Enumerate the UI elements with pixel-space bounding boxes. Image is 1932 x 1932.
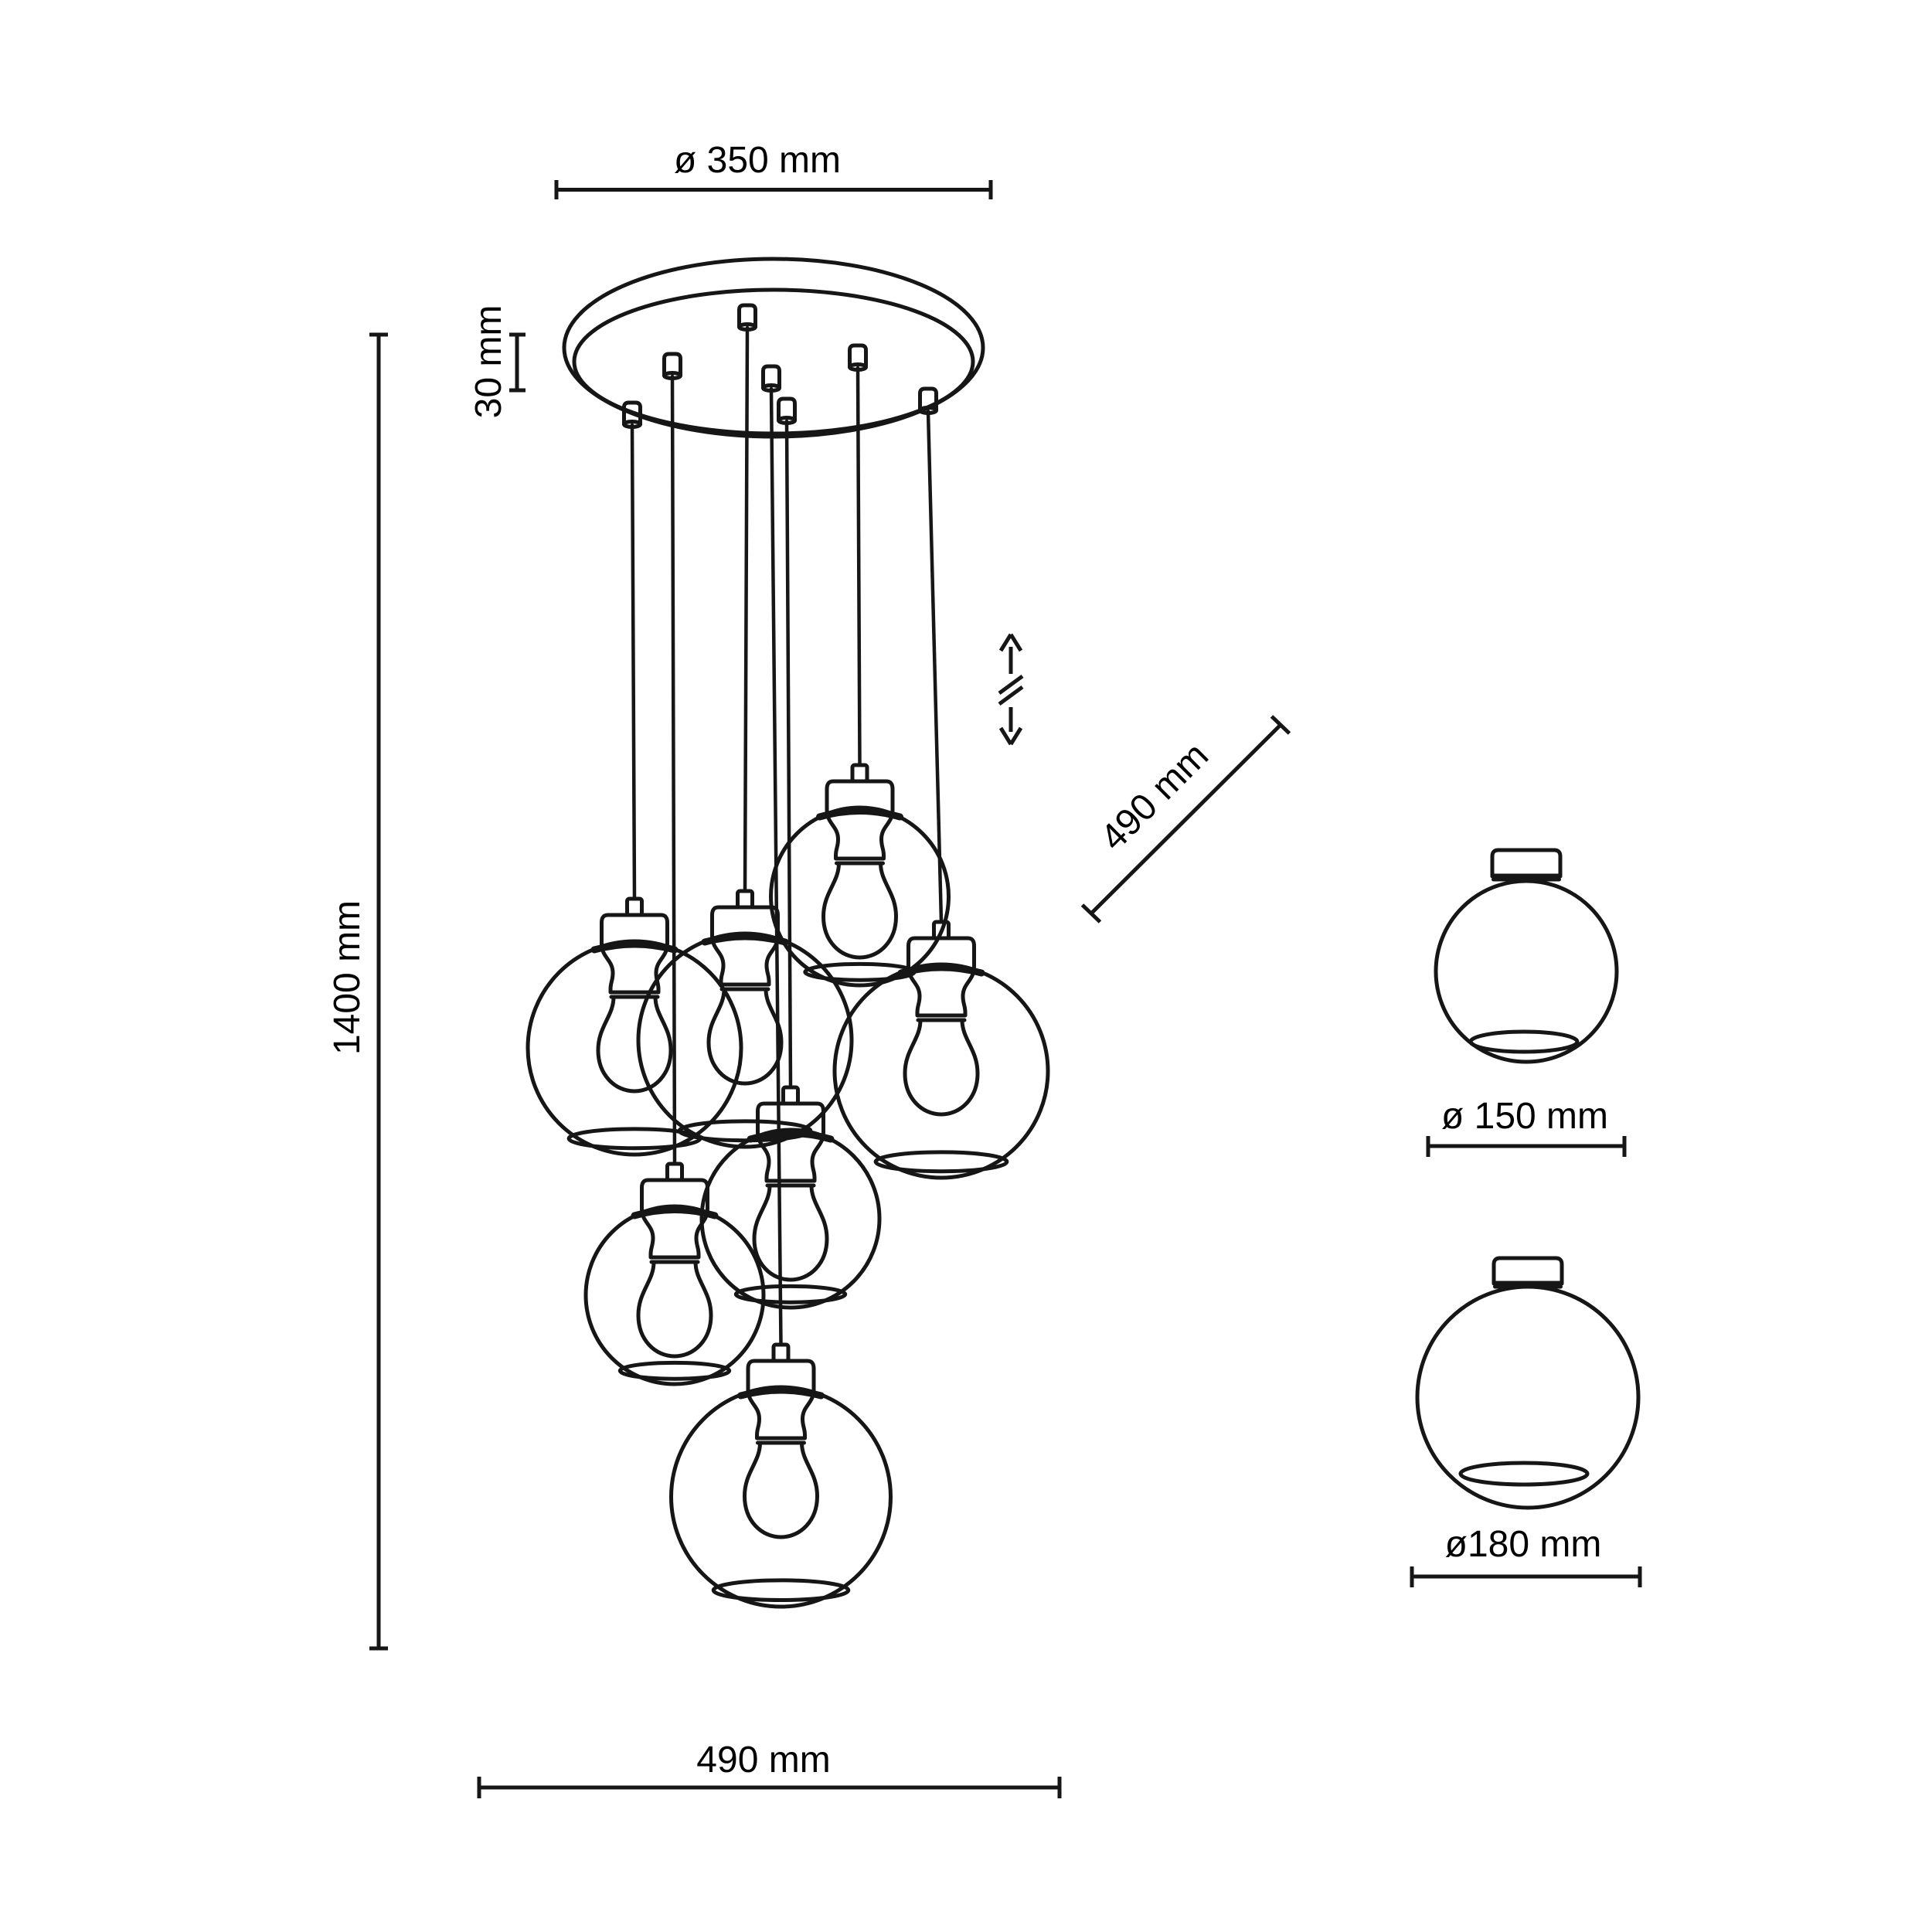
pendant-cord: [926, 409, 944, 924]
canopy-bottom-face: [572, 287, 975, 436]
overall-height-label: 1400 mm: [327, 900, 368, 1055]
dimension-large-shade: ø180 mm: [1410, 1524, 1642, 1587]
dimension-cluster-diagonal: 490 mm: [1080, 715, 1291, 923]
pendant-cord: [784, 419, 793, 1090]
canopy-outer-rim: [562, 257, 985, 439]
dimension-small-shade: ø 150 mm: [1426, 1096, 1627, 1157]
cable-grip: [779, 399, 795, 423]
pendant-cord: [743, 325, 750, 893]
canopy-diameter-label: ø 350 mm: [674, 140, 841, 181]
large-shade-diameter-label: ø180 mm: [1445, 1524, 1602, 1565]
pendant-bottom: [672, 1345, 891, 1607]
pendant-cord: [670, 374, 677, 1166]
pendant-top: [771, 765, 949, 985]
cable-grip: [850, 345, 866, 370]
pendant-upper-right: [835, 922, 1048, 1178]
pendant-upper-middle: [638, 891, 852, 1147]
height-adjustable-icon: [998, 633, 1024, 746]
dimension-cluster-width: 490 mm: [477, 1740, 1062, 1798]
cable-grip: [920, 389, 937, 413]
pendant-mid-left: [586, 1164, 764, 1384]
ceiling-canopy: [562, 257, 985, 439]
shade-detail-small: [1436, 850, 1617, 1062]
suspension-cords: [630, 325, 944, 1347]
dimension-overall-height: 1400 mm: [327, 332, 388, 1651]
pendant-cord: [630, 423, 637, 901]
cable-grip: [764, 366, 780, 391]
small-shade-diameter-label: ø 150 mm: [1441, 1096, 1608, 1137]
cable-grip: [740, 305, 756, 330]
cluster-diagonal-label: 490 mm: [1093, 735, 1216, 859]
shade-detail-large: [1417, 1258, 1638, 1508]
canopy-height-label: 30 mm: [468, 305, 509, 419]
dimension-canopy-height: 30 mm: [468, 305, 526, 419]
cable-grip: [665, 354, 681, 379]
pendant-cord: [855, 366, 862, 767]
dimension-canopy-diameter: ø 350 mm: [554, 140, 993, 199]
cluster-width-label: 490 mm: [696, 1740, 830, 1781]
